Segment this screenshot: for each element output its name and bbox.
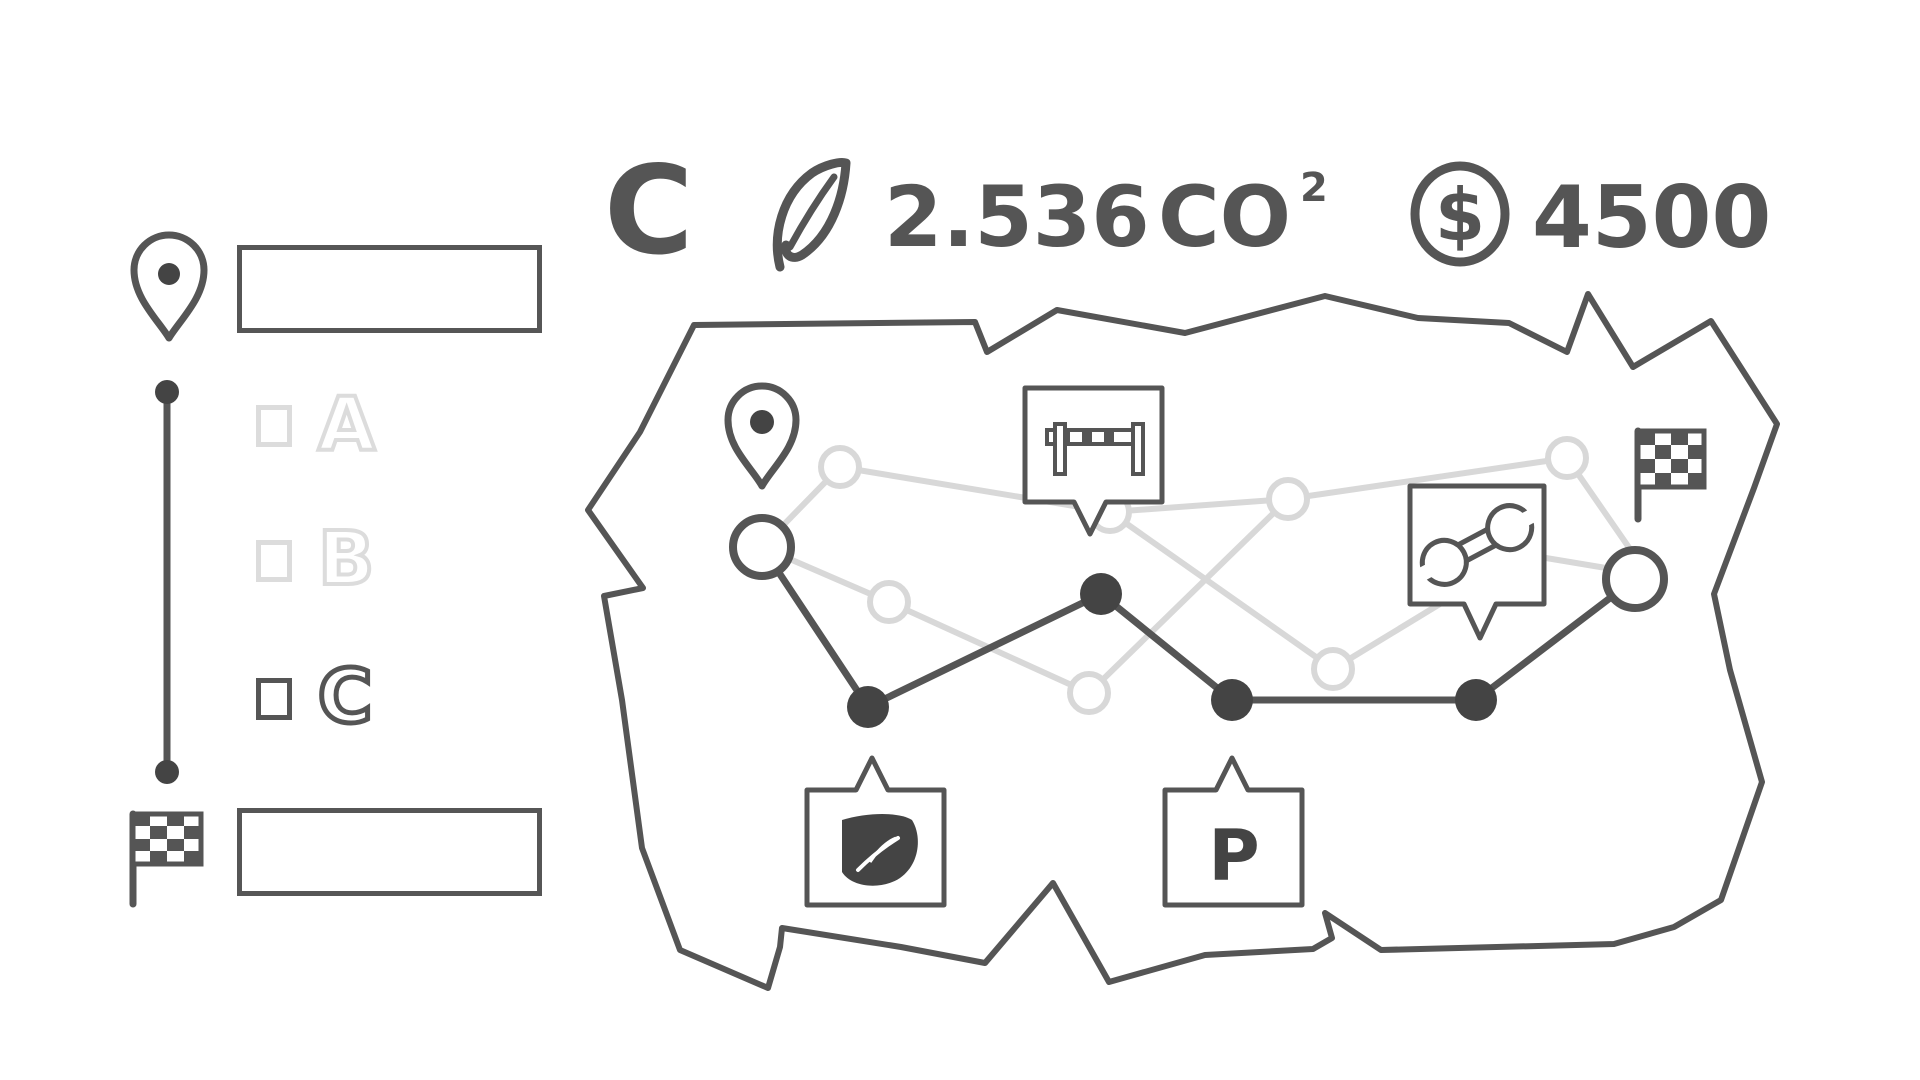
route-timeline <box>155 380 179 784</box>
route-node <box>867 580 911 624</box>
svg-text:$: $ <box>1435 173 1485 257</box>
co2-unit: CO <box>1158 168 1292 266</box>
route-node <box>1266 477 1310 521</box>
map-start-pin-icon <box>724 382 800 490</box>
route-end-node <box>1602 546 1668 612</box>
start-location-input[interactable] <box>237 245 542 333</box>
route-c-nodes <box>729 514 1668 728</box>
destination-input[interactable] <box>237 808 542 896</box>
route-b-path-2 <box>1107 509 1651 673</box>
service-callout[interactable] <box>1406 483 1549 641</box>
parking-callout[interactable]: P <box>1162 755 1305 908</box>
map-finish-flag-icon <box>1634 427 1707 523</box>
finish-checkered-flag-icon <box>129 810 204 908</box>
parking-icon: P <box>1208 815 1259 897</box>
route-node <box>818 445 862 489</box>
route-option-c-checkbox[interactable] <box>256 678 292 720</box>
leaf-icon <box>772 158 851 272</box>
route-stop-node <box>1080 573 1122 615</box>
route-stop-node <box>1455 679 1497 721</box>
route-node <box>1545 436 1589 480</box>
toll-barrier-icon <box>1045 422 1145 476</box>
route-option-c-label[interactable]: C <box>315 654 374 740</box>
route-option-b-label[interactable]: B <box>316 516 376 602</box>
route-stop-node <box>847 686 889 728</box>
route-option-a-checkbox[interactable] <box>256 405 292 447</box>
co2-value: 2.536 <box>884 168 1150 266</box>
toll-barrier-callout[interactable] <box>1022 385 1165 537</box>
route-node <box>1067 671 1111 715</box>
eco-stop-callout[interactable] <box>804 755 947 908</box>
route-option-b-checkbox[interactable] <box>256 540 292 582</box>
route-stop-node <box>1211 679 1253 721</box>
route-c-path <box>758 543 1639 711</box>
eco-leaf-icon <box>842 814 918 886</box>
dollar-coin-icon: $ <box>1410 161 1510 267</box>
selected-route-letter: C <box>604 140 694 282</box>
cost-value: 4500 <box>1532 168 1772 268</box>
wrench-icon <box>1412 503 1542 587</box>
start-location-pin-icon <box>130 231 208 342</box>
route-option-a-label[interactable]: A <box>316 382 377 468</box>
route-start-node <box>729 514 795 580</box>
co2-unit-superscript: 2 <box>1300 165 1328 211</box>
route-node <box>1311 647 1355 691</box>
